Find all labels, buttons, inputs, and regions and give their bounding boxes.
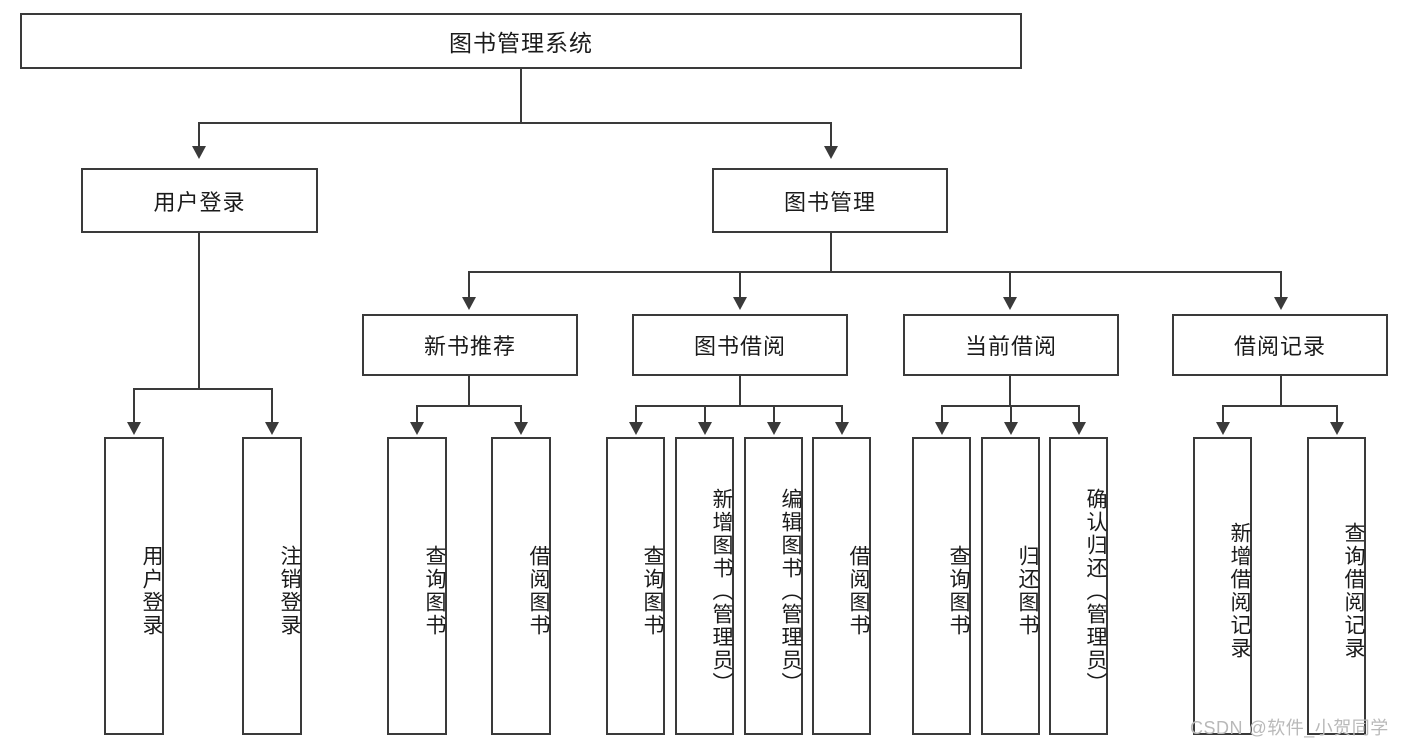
connector-book-management-bus [468, 271, 1282, 273]
connector-bb-to-leaf-4 [841, 405, 843, 424]
connector-br-to-leaf-2 [1336, 405, 1338, 424]
connector-root-stem [520, 69, 522, 123]
connector-bm-to-current-borrow [1009, 271, 1011, 299]
leaf-user-login-login[interactable]: 用户登录 [104, 437, 164, 735]
leaf-new-book-borrow-books[interactable]: 借阅图书 [491, 437, 551, 735]
arrow-icon-cb-leaf-3 [1072, 422, 1086, 435]
arrow-icon-cb-leaf-1 [935, 422, 949, 435]
connector-cb-to-leaf-3 [1078, 405, 1080, 424]
leaf-book-borrow-borrow-books[interactable]: 借阅图书 [812, 437, 871, 735]
connector-user-login-stem [198, 233, 200, 389]
connector-root-bus [198, 122, 832, 124]
node-borrow-record[interactable]: 借阅记录 [1172, 314, 1388, 376]
connector-current-borrow-stem [1009, 376, 1011, 406]
leaf-borrow-record-query-record[interactable]: 查询借阅记录 [1307, 437, 1366, 735]
connector-bm-to-new-book [468, 271, 470, 299]
arrow-icon-user-login-leaf-2 [265, 422, 279, 435]
connector-root-to-book-management [830, 122, 832, 148]
node-user-login[interactable]: 用户登录 [81, 168, 318, 233]
connector-new-book-to-leaf-1 [416, 405, 418, 424]
connector-new-book-stem [468, 376, 470, 406]
leaf-user-login-logout[interactable]: 注销登录 [242, 437, 302, 735]
connector-cb-to-leaf-2 [1010, 405, 1012, 424]
connector-new-book-bus [416, 405, 522, 407]
connector-root-to-user-login [198, 122, 200, 148]
node-root-book-management-system[interactable]: 图书管理系统 [20, 13, 1022, 69]
connector-user-login-to-leaf-1 [133, 388, 135, 424]
arrow-icon-bb-leaf-4 [835, 422, 849, 435]
node-current-borrow[interactable]: 当前借阅 [903, 314, 1119, 376]
arrow-icon-bm-book-borrow [733, 297, 747, 310]
connector-book-borrow-stem [739, 376, 741, 406]
connector-bb-to-leaf-3 [773, 405, 775, 424]
leaf-book-borrow-edit-book-admin[interactable]: 编辑图书（管理员） [744, 437, 803, 735]
connector-bb-to-leaf-1 [635, 405, 637, 424]
leaf-current-borrow-return-books[interactable]: 归还图书 [981, 437, 1040, 735]
connector-book-borrow-bus [635, 405, 843, 407]
arrow-icon-root-to-book-management [824, 146, 838, 159]
connector-cb-to-leaf-1 [941, 405, 943, 424]
connector-bb-to-leaf-2 [704, 405, 706, 424]
arrow-icon-br-leaf-2 [1330, 422, 1344, 435]
connector-user-login-to-leaf-2 [271, 388, 273, 424]
connector-bm-to-borrow-record [1280, 271, 1282, 299]
leaf-borrow-record-add-record[interactable]: 新增借阅记录 [1193, 437, 1252, 735]
leaf-current-borrow-confirm-return-admin[interactable]: 确认归还（管理员） [1049, 437, 1108, 735]
arrow-icon-bb-leaf-1 [629, 422, 643, 435]
node-book-management[interactable]: 图书管理 [712, 168, 948, 233]
connector-bm-to-book-borrow [739, 271, 741, 299]
arrow-icon-root-to-user-login [192, 146, 206, 159]
node-book-borrow[interactable]: 图书借阅 [632, 314, 848, 376]
arrow-icon-new-book-leaf-2 [514, 422, 528, 435]
connector-new-book-to-leaf-2 [520, 405, 522, 424]
arrow-icon-bm-current-borrow [1003, 297, 1017, 310]
connector-user-login-bus [133, 388, 271, 390]
node-new-book-recommend[interactable]: 新书推荐 [362, 314, 578, 376]
leaf-book-borrow-add-book-admin[interactable]: 新增图书（管理员） [675, 437, 734, 735]
arrow-icon-bb-leaf-3 [767, 422, 781, 435]
connector-borrow-record-bus [1222, 405, 1338, 407]
connector-borrow-record-stem [1280, 376, 1282, 406]
arrow-icon-br-leaf-1 [1216, 422, 1230, 435]
connector-book-management-stem [830, 233, 832, 272]
arrow-icon-bm-new-book [462, 297, 476, 310]
leaf-book-borrow-query-books[interactable]: 查询图书 [606, 437, 665, 735]
arrow-icon-new-book-leaf-1 [410, 422, 424, 435]
arrow-icon-bb-leaf-2 [698, 422, 712, 435]
leaf-current-borrow-query-books[interactable]: 查询图书 [912, 437, 971, 735]
leaf-new-book-query-books[interactable]: 查询图书 [387, 437, 447, 735]
arrow-icon-user-login-leaf-1 [127, 422, 141, 435]
arrow-icon-cb-leaf-2 [1004, 422, 1018, 435]
connector-br-to-leaf-1 [1222, 405, 1224, 424]
arrow-icon-bm-borrow-record [1274, 297, 1288, 310]
csdn-watermark: CSDN @软件_小贺同学 [1190, 718, 1389, 738]
